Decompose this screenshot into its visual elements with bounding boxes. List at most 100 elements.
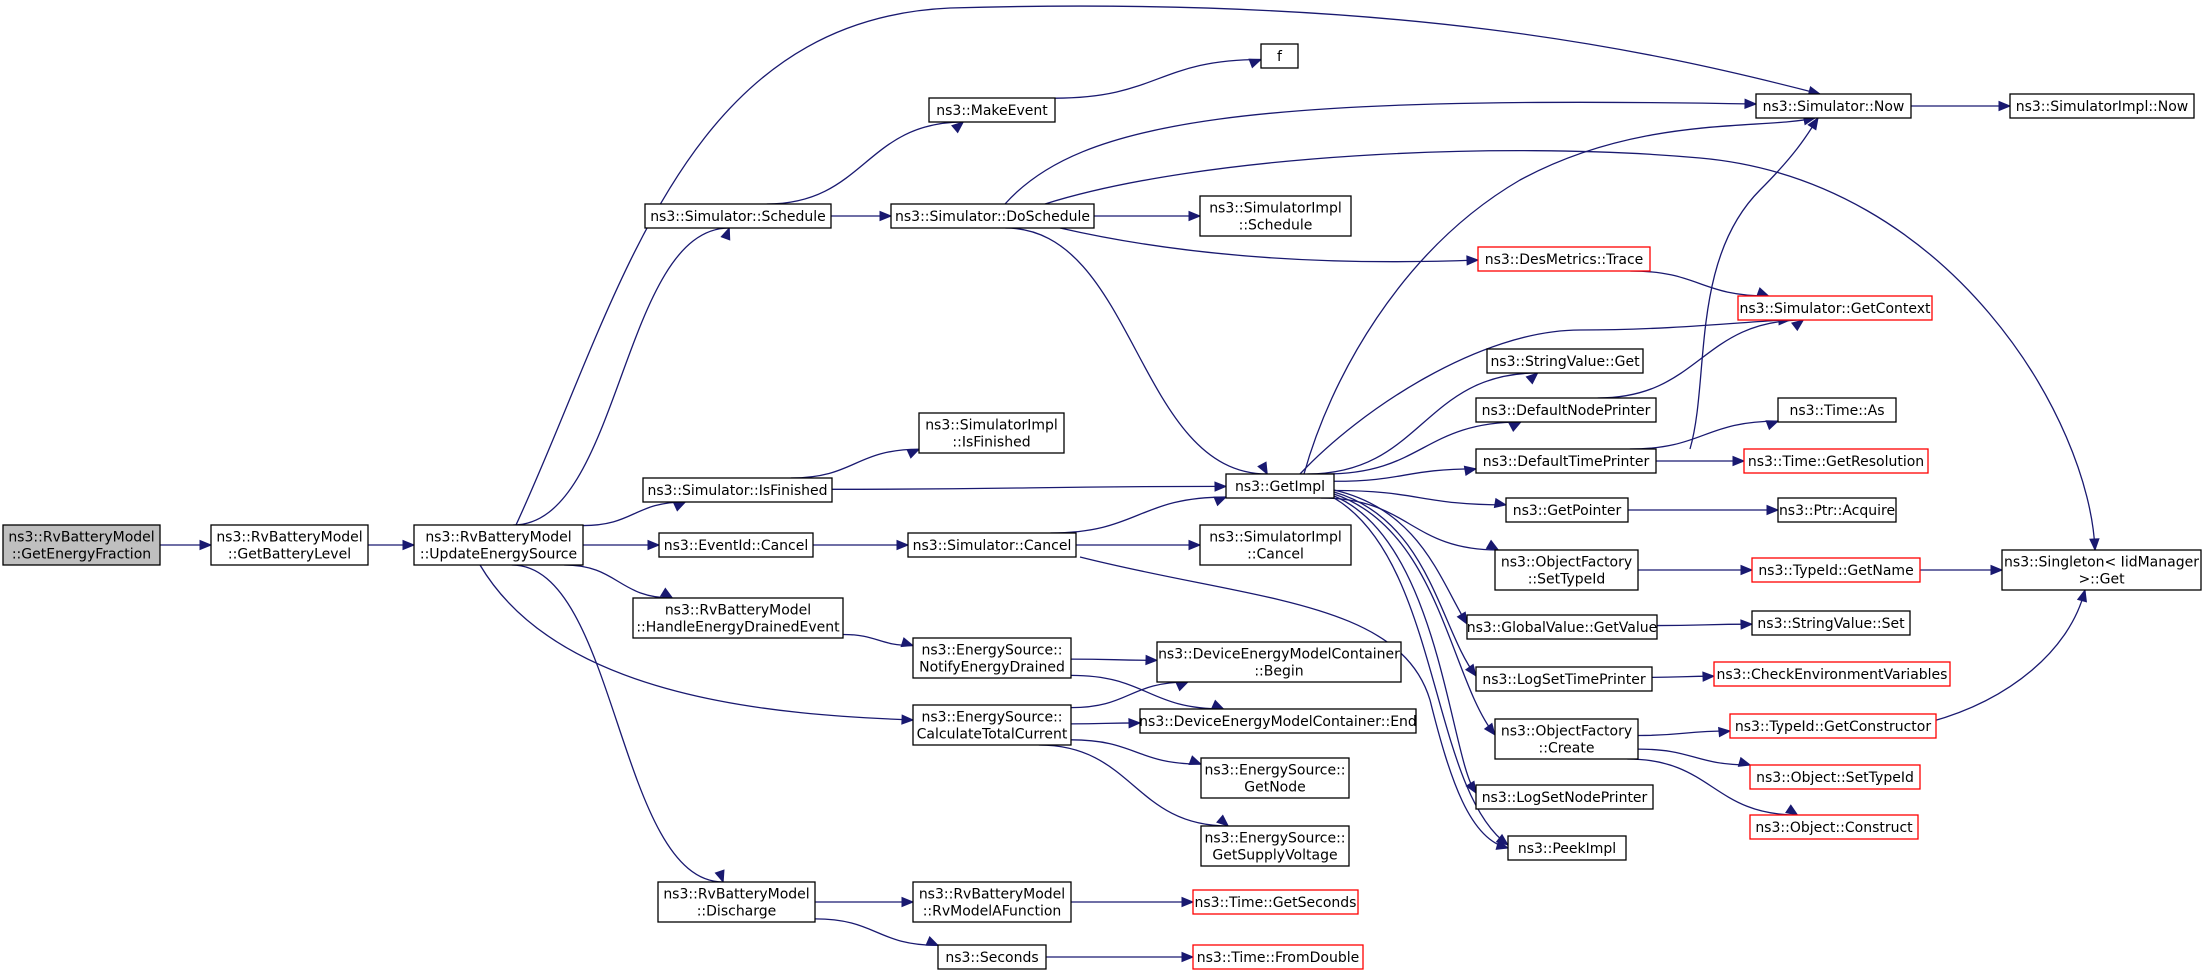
node-box[interactable] xyxy=(1494,549,1639,591)
node-peekImpl[interactable]: ns3::PeekImpl xyxy=(1507,835,1627,861)
node-simSchedule[interactable]: ns3::Simulator::Schedule xyxy=(644,203,832,229)
node-stringValueSet[interactable]: ns3::StringValue::Set xyxy=(1751,610,1911,636)
node-defaultTimePrinter[interactable]: ns3::DefaultTimePrinter xyxy=(1475,448,1657,474)
node-box[interactable] xyxy=(1494,718,1639,760)
node-box[interactable] xyxy=(1200,757,1350,799)
node-notifyEnergyDrained[interactable]: ns3::EnergySource::NotifyEnergyDrained xyxy=(912,637,1072,679)
node-box[interactable] xyxy=(1749,814,1919,840)
node-simCancel[interactable]: ns3::Simulator::Cancel xyxy=(907,532,1077,558)
node-box[interactable] xyxy=(1192,889,1359,915)
node-box[interactable] xyxy=(1743,448,1929,474)
node-box[interactable] xyxy=(1475,666,1653,692)
node-box[interactable] xyxy=(1751,557,1921,583)
node-box[interactable] xyxy=(1486,348,1644,374)
node-getBatteryLevel[interactable]: ns3::RvBatteryModel::GetBatteryLevel xyxy=(210,524,369,566)
node-simImplSchedule[interactable]: ns3::SimulatorImpl::Schedule xyxy=(1199,195,1352,237)
node-simImplCancel[interactable]: ns3::SimulatorImpl::Cancel xyxy=(1199,524,1352,566)
node-box[interactable] xyxy=(1466,614,1658,640)
node-simImplIsFinished[interactable]: ns3::SimulatorImpl::IsFinished xyxy=(918,412,1065,454)
node-objFactorySetTypeId[interactable]: ns3::ObjectFactory::SetTypeId xyxy=(1494,549,1639,591)
node-singletonGet[interactable]: ns3::Singleton< IidManager>::Get xyxy=(2001,549,2202,591)
node-box[interactable] xyxy=(1713,661,1951,687)
node-box[interactable] xyxy=(918,412,1065,454)
node-seconds[interactable]: ns3::Seconds xyxy=(937,944,1047,970)
node-typeIdGetConstructor[interactable]: ns3::TypeId::GetConstructor xyxy=(1729,713,1937,739)
node-box[interactable] xyxy=(1751,610,1911,636)
node-box[interactable] xyxy=(1475,397,1657,423)
node-box[interactable] xyxy=(644,203,832,229)
node-logSetNodePrinter[interactable]: ns3::LogSetNodePrinter xyxy=(1475,784,1654,810)
node-box[interactable] xyxy=(912,704,1072,746)
node-esGetSupplyVoltage[interactable]: ns3::EnergySource::GetSupplyVoltage xyxy=(1200,825,1350,867)
node-esGetNode[interactable]: ns3::EnergySource::GetNode xyxy=(1200,757,1350,799)
node-calcTotalCurrent[interactable]: ns3::EnergySource::CalculateTotalCurrent xyxy=(912,704,1072,746)
node-objFactoryCreate[interactable]: ns3::ObjectFactory::Create xyxy=(1494,718,1639,760)
node-box[interactable] xyxy=(907,532,1077,558)
node-defaultNodePrinter[interactable]: ns3::DefaultNodePrinter xyxy=(1475,397,1657,423)
node-box[interactable] xyxy=(657,881,816,923)
node-box[interactable] xyxy=(912,881,1072,923)
node-simDoSchedule[interactable]: ns3::Simulator::DoSchedule xyxy=(890,203,1095,229)
node-timeAs[interactable]: ns3::Time::As xyxy=(1777,397,1897,423)
node-checkEnvVars[interactable]: ns3::CheckEnvironmentVariables xyxy=(1713,661,1951,687)
node-box[interactable] xyxy=(890,203,1095,229)
node-getPointer[interactable]: ns3::GetPointer xyxy=(1505,497,1629,523)
node-box[interactable] xyxy=(413,524,584,566)
node-box[interactable] xyxy=(1507,835,1627,861)
node-box[interactable] xyxy=(632,597,844,639)
node-handleEnergyDrained[interactable]: ns3::RvBatteryModel::HandleEnergyDrained… xyxy=(632,597,844,639)
node-box[interactable] xyxy=(1199,524,1352,566)
node-timeGetSeconds[interactable]: ns3::Time::GetSeconds xyxy=(1192,889,1359,915)
node-box[interactable] xyxy=(1737,295,1933,321)
node-box[interactable] xyxy=(1475,784,1654,810)
node-globalValueGetValue[interactable]: ns3::GlobalValue::GetValue xyxy=(1466,614,1658,640)
node-box[interactable] xyxy=(1755,93,1912,119)
node-box[interactable] xyxy=(1200,825,1350,867)
node-getEnergyFraction[interactable]: ns3::RvBatteryModel::GetEnergyFraction xyxy=(2,524,161,566)
node-box[interactable] xyxy=(912,637,1072,679)
node-box[interactable] xyxy=(2001,549,2202,591)
node-box[interactable] xyxy=(1225,473,1335,499)
node-updateEnergySource[interactable]: ns3::RvBatteryModel::UpdateEnergySource xyxy=(413,524,584,566)
node-simImplNow[interactable]: ns3::SimulatorImpl::Now xyxy=(2009,93,2195,119)
node-discharge[interactable]: ns3::RvBatteryModel::Discharge xyxy=(657,881,816,923)
node-timeFromDouble[interactable]: ns3::Time::FromDouble xyxy=(1192,944,1364,970)
node-box[interactable] xyxy=(658,532,814,558)
node-box[interactable] xyxy=(1199,195,1352,237)
node-box[interactable] xyxy=(928,97,1056,123)
node-f[interactable]: f xyxy=(1260,43,1299,69)
node-box[interactable] xyxy=(1139,708,1417,734)
node-getImpl[interactable]: ns3::GetImpl xyxy=(1225,473,1335,499)
node-simIsFinished[interactable]: ns3::Simulator::IsFinished xyxy=(642,477,833,503)
node-typeIdGetName[interactable]: ns3::TypeId::GetName xyxy=(1751,557,1921,583)
node-timeGetResolution[interactable]: ns3::Time::GetResolution xyxy=(1743,448,1929,474)
node-box[interactable] xyxy=(1192,944,1364,970)
node-objectSetTypeId[interactable]: ns3::Object::SetTypeId xyxy=(1749,764,1921,790)
node-simNow[interactable]: ns3::Simulator::Now xyxy=(1755,93,1912,119)
node-box[interactable] xyxy=(1477,246,1651,272)
node-box[interactable] xyxy=(1777,397,1897,423)
node-objectConstruct[interactable]: ns3::Object::Construct xyxy=(1749,814,1919,840)
node-box[interactable] xyxy=(1475,448,1657,474)
node-box[interactable] xyxy=(2,524,161,566)
node-box[interactable] xyxy=(210,524,369,566)
node-logSetTimePrinter[interactable]: ns3::LogSetTimePrinter xyxy=(1475,666,1653,692)
node-box[interactable] xyxy=(1777,497,1897,523)
node-box[interactable] xyxy=(1749,764,1921,790)
node-box[interactable] xyxy=(642,477,833,503)
node-eventIdCancel[interactable]: ns3::EventId::Cancel xyxy=(658,532,814,558)
node-box[interactable] xyxy=(937,944,1047,970)
node-box[interactable] xyxy=(1156,641,1402,683)
node-rvModelAFunction[interactable]: ns3::RvBatteryModel::RvModelAFunction xyxy=(912,881,1072,923)
node-makeEvent[interactable]: ns3::MakeEvent xyxy=(928,97,1056,123)
node-box[interactable] xyxy=(2009,93,2195,119)
node-ptrAcquire[interactable]: ns3::Ptr::Acquire xyxy=(1777,497,1897,523)
node-demcEnd[interactable]: ns3::DeviceEnergyModelContainer::End xyxy=(1139,708,1417,734)
node-stringValueGet[interactable]: ns3::StringValue::Get xyxy=(1486,348,1644,374)
node-demcBegin[interactable]: ns3::DeviceEnergyModelContainer::Begin xyxy=(1156,641,1402,683)
node-desMetricsTrace[interactable]: ns3::DesMetrics::Trace xyxy=(1477,246,1651,272)
node-box[interactable] xyxy=(1260,43,1299,69)
node-box[interactable] xyxy=(1729,713,1937,739)
node-simGetContext[interactable]: ns3::Simulator::GetContext xyxy=(1737,295,1933,321)
node-box[interactable] xyxy=(1505,497,1629,523)
